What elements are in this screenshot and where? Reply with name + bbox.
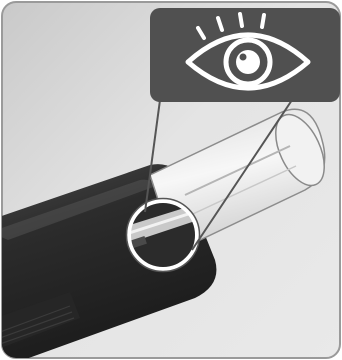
inspection-illustration xyxy=(0,0,342,360)
